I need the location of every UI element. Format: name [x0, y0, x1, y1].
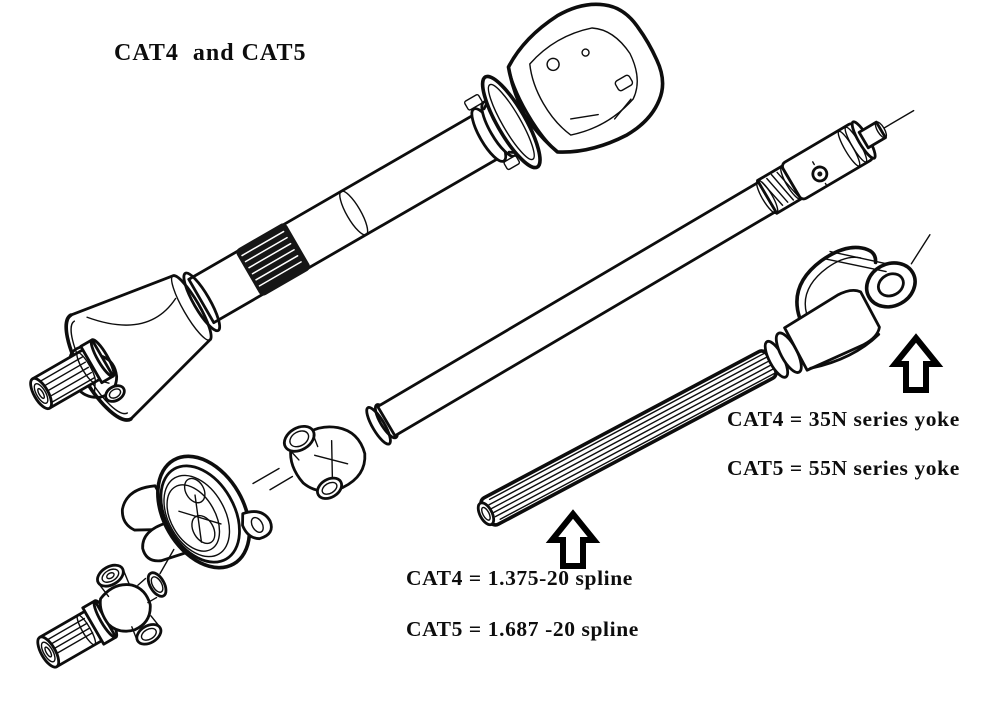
- yoke-callout-line2: CAT5 = 55N series yoke: [727, 456, 960, 480]
- inner-telescoping-shaft: [269, 109, 915, 500]
- spline-callout-line1: CAT4 = 1.375-20 spline: [406, 566, 633, 590]
- yoke-callout-line1: CAT4 = 35N series yoke: [727, 407, 960, 431]
- spline-callout-line2: CAT5 = 1.687 -20 spline: [406, 617, 639, 641]
- splined-shaft-with-yoke: [476, 233, 931, 527]
- up-arrow-icon: [888, 333, 944, 393]
- u-joint-cross-part: [36, 548, 175, 669]
- flange-yoke-part: [120, 454, 280, 570]
- pto-driveshaft-with-guard: [29, 2, 665, 422]
- diagram-title: CAT4 and CAT5: [114, 40, 307, 66]
- up-arrow-icon: [545, 509, 601, 569]
